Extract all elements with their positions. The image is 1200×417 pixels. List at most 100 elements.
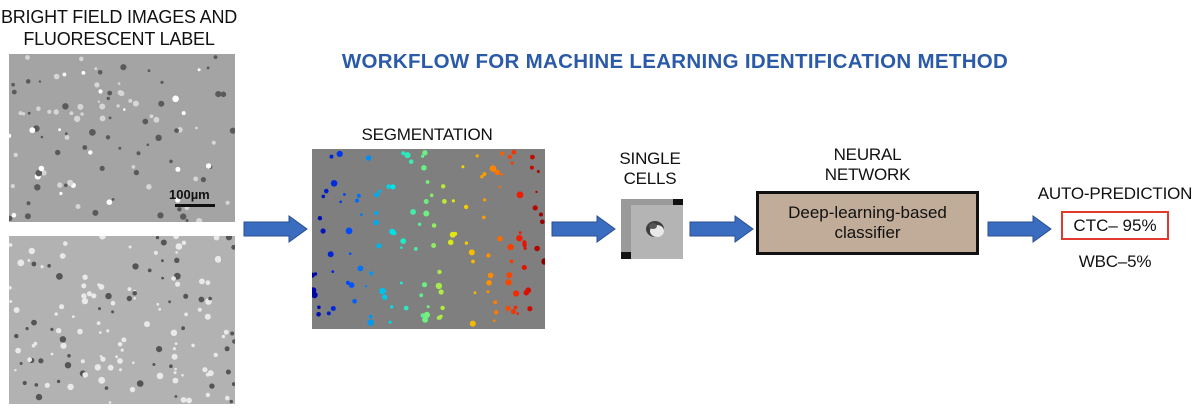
cell-dot xyxy=(31,261,37,267)
cell-dot xyxy=(174,395,178,398)
cell-dot xyxy=(174,367,177,371)
cell-dot xyxy=(437,269,442,275)
cell-dot xyxy=(506,272,513,279)
cell-dot xyxy=(500,173,503,176)
cell-dot xyxy=(229,127,235,134)
cell-dot xyxy=(208,296,212,301)
cell-dot xyxy=(146,184,152,190)
cell-dot xyxy=(373,219,379,226)
cell-dot xyxy=(447,239,454,246)
fluorescent-micrograph: 100µm xyxy=(9,54,235,222)
cell-dot xyxy=(225,395,230,401)
cell-dot xyxy=(356,193,361,198)
cell-dot xyxy=(97,283,101,287)
cell-dot xyxy=(41,170,47,176)
ctc-result-box: CTC– 95% xyxy=(1061,211,1169,240)
cell-dot xyxy=(156,346,163,353)
cell-dot xyxy=(79,56,84,62)
cell-dot xyxy=(230,331,235,336)
cell-dot xyxy=(516,235,523,242)
single-cells-label: SINGLE CELLS xyxy=(610,149,690,189)
cell-dot xyxy=(510,309,516,315)
cell-dot xyxy=(110,300,116,306)
cell-dot xyxy=(529,165,534,170)
cell-dot xyxy=(172,95,179,103)
cell-dot xyxy=(152,363,156,366)
cell-dot xyxy=(22,380,27,386)
cell-dot xyxy=(82,274,88,280)
cell-dot xyxy=(469,320,476,327)
cell-dot xyxy=(38,165,45,172)
cell-dot xyxy=(174,128,180,133)
cell-dot xyxy=(483,198,487,202)
cell-dot xyxy=(157,212,164,219)
cell-dot xyxy=(379,287,386,295)
ctc-result: CTC– 95% xyxy=(1073,215,1157,235)
cell-dot xyxy=(67,179,74,186)
cell-dot xyxy=(98,376,106,384)
cell-dot xyxy=(172,377,179,384)
cell-dot xyxy=(13,152,18,158)
cell-dot xyxy=(207,370,214,377)
cell-dot xyxy=(181,374,184,377)
cell-dot xyxy=(106,329,110,333)
cell-dot xyxy=(81,293,87,299)
cell-dot xyxy=(27,357,32,363)
bright-field-micrograph xyxy=(9,236,235,404)
cell-dot xyxy=(81,71,86,75)
cell-dot xyxy=(205,280,211,286)
cell-dot xyxy=(374,192,380,198)
cell-dot xyxy=(197,68,201,72)
cell-dot xyxy=(316,312,321,317)
cell-dot xyxy=(516,312,519,315)
cell-dot xyxy=(53,109,59,115)
cell-dot xyxy=(35,393,43,401)
cell-dot xyxy=(82,145,88,150)
cell-dot xyxy=(535,190,538,194)
cell-dot xyxy=(99,165,105,171)
cell-dot xyxy=(55,149,61,156)
cell-dot xyxy=(518,231,522,235)
cell-dot xyxy=(185,219,189,222)
cell-dot xyxy=(431,243,437,248)
cell-dot xyxy=(153,250,158,255)
cell-dot xyxy=(498,185,501,189)
cell-dot xyxy=(494,169,500,176)
cell-dot xyxy=(521,265,527,270)
cell-dot xyxy=(345,227,353,235)
cell-dot xyxy=(200,177,206,183)
cell-dot xyxy=(191,343,195,348)
cell-dot xyxy=(147,69,151,73)
cell-dot xyxy=(431,223,437,228)
cell-dot xyxy=(487,272,494,279)
cell-dot xyxy=(174,257,180,263)
cell-dot xyxy=(160,80,164,84)
cell-dot xyxy=(98,331,102,334)
cell-dot xyxy=(31,344,36,348)
cell-dot xyxy=(15,347,21,354)
bright-field-micrograph-canvas xyxy=(9,236,235,404)
cell-dot xyxy=(541,258,545,265)
thumbnail-corner xyxy=(621,252,631,259)
cell-dot xyxy=(209,383,215,389)
cell-dot xyxy=(156,302,160,306)
classifier-box-line2: classifier xyxy=(834,223,901,242)
cell-dot xyxy=(225,200,230,205)
cell-dot xyxy=(321,194,326,199)
cell-dot xyxy=(173,371,177,375)
cell-dot xyxy=(81,297,89,305)
cell-dot xyxy=(175,197,181,203)
cell-dot xyxy=(94,364,102,371)
cell-dot xyxy=(421,165,427,171)
cell-dot xyxy=(160,239,167,246)
cell-dot xyxy=(36,106,41,111)
classifier-box: Deep-learning-based classifier xyxy=(756,191,979,255)
cell-dot xyxy=(9,215,13,221)
cell-dot xyxy=(317,305,321,310)
cell-dot xyxy=(54,312,58,316)
cell-dot xyxy=(169,364,173,368)
cell-dot xyxy=(133,297,136,300)
cell-dot xyxy=(99,103,106,110)
single-cell-thumbnail-front xyxy=(631,205,683,259)
cell-dot xyxy=(14,333,19,339)
